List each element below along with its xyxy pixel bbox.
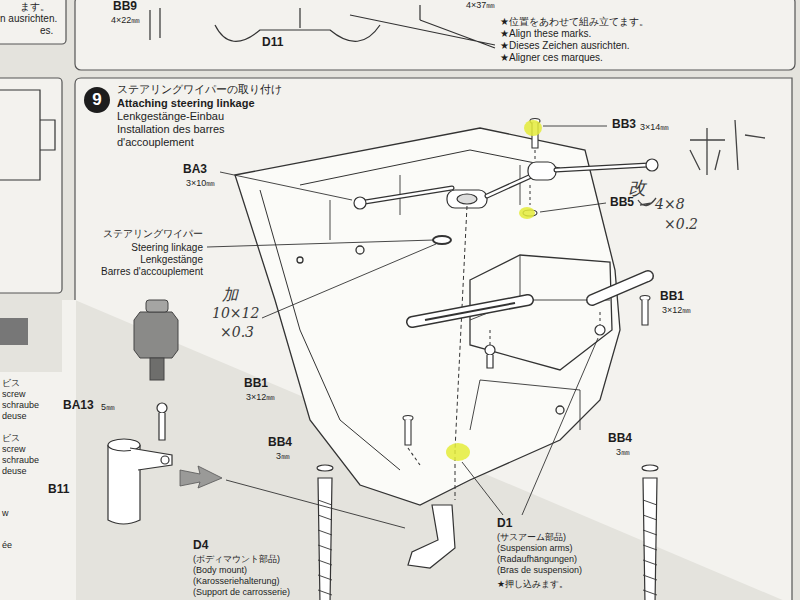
label-text: Lenkgestänge-Einbau: [117, 110, 224, 123]
label-text: schraube: [2, 455, 39, 465]
part-number: BB9: [113, 0, 137, 14]
label-text: ビス: [2, 378, 20, 388]
steering-linkage: [354, 150, 658, 450]
part-number: BB1: [660, 290, 684, 304]
label-text: es.: [40, 25, 53, 37]
label-text: screw: [2, 444, 26, 454]
step-number: 9: [92, 90, 101, 110]
part-number: D1: [497, 517, 512, 531]
part-number: BB5: [610, 196, 634, 210]
chassis: [235, 128, 620, 505]
part-number: D11: [262, 36, 283, 50]
label-text: (サスアーム部品): [497, 532, 566, 542]
label-text: 3㎜: [276, 451, 290, 461]
handwritten-note: ×0.3: [220, 324, 254, 340]
leader-lines: [207, 126, 607, 528]
part-b11: [108, 403, 172, 524]
highlight-marks: [446, 120, 542, 461]
label-text: 4×37㎜: [466, 0, 495, 10]
label-text: ★位置をあわせて組み立てます。: [500, 16, 649, 28]
label-text: ステアリングワイパーの取り付け: [117, 83, 282, 96]
label-text: 3㎜: [616, 447, 630, 457]
part-number: BB4: [608, 432, 632, 446]
part-number: D4: [193, 539, 208, 553]
handwritten-note: ×0.2: [664, 216, 698, 232]
label-text: deuse: [2, 411, 27, 421]
direction-arrow: [180, 466, 222, 488]
label-text: ★Aligner ces marques.: [500, 52, 603, 64]
label-text: (Body mount): [193, 565, 247, 575]
label-text: ée: [2, 540, 12, 550]
label-text: schraube: [2, 400, 39, 410]
label-text: deuse: [2, 466, 27, 476]
label-text: 3×14㎜: [640, 122, 669, 132]
label-text: ます。: [20, 1, 50, 13]
step-title: Installation des barres d'accouplement: [117, 123, 267, 148]
part-number: Attaching steering linkage: [117, 97, 255, 110]
handwritten-marks: [638, 120, 765, 206]
label-text: ビス: [2, 433, 20, 443]
label-text: (Karosseriehalterung): [193, 576, 280, 586]
label-text: (Suspension arms): [497, 543, 573, 553]
label-text: (Radaufhängungen): [497, 554, 577, 564]
suspension-arms: [412, 276, 648, 368]
label-text: n ausrichten.: [0, 13, 57, 25]
part-caption: Lenkgestänge: [78, 254, 203, 266]
label-text: screw: [2, 389, 26, 399]
label-text: 3×12㎜: [662, 305, 691, 315]
label-text: (ボディマウント部品): [193, 554, 280, 564]
part-number: BB3: [612, 118, 636, 132]
label-text: 3×12㎜: [246, 392, 275, 402]
label-text: (Bras de suspension): [497, 565, 582, 575]
part-caption: Steering linkage: [78, 242, 203, 254]
part-number: BA13: [63, 399, 94, 413]
part-caption: ステアリングワイパー: [78, 228, 203, 240]
handwritten-note: 10×12: [212, 305, 259, 321]
handwritten-note: 加: [222, 286, 238, 304]
label-text: 3×10㎜: [186, 178, 215, 188]
label-text: ★Align these marks.: [500, 28, 591, 40]
label-text: ★Dieses Zeichen ausrichten.: [500, 40, 630, 52]
hex-driver: [134, 300, 178, 380]
handwritten-note: 改: [628, 178, 646, 199]
steering-crank: [408, 450, 455, 568]
label-text: ★押し込みます。: [497, 579, 568, 589]
part-number: BB1: [244, 377, 268, 391]
label-text: 5㎜: [101, 402, 115, 412]
body-mounts: [318, 478, 657, 600]
part-number: BA3: [183, 163, 207, 177]
label-text: 4×22㎜: [111, 15, 140, 25]
handwritten-note: 4×8: [655, 196, 685, 212]
part-number: B11: [48, 483, 69, 497]
part-caption: Barres d'accouplement: [78, 266, 203, 278]
label-text: w: [2, 508, 9, 518]
screws-and-washers: [317, 119, 658, 472]
part-number: BB4: [268, 436, 292, 450]
step-number-circle: 9: [84, 87, 110, 113]
label-text: (Support de carrosserie): [193, 587, 290, 597]
